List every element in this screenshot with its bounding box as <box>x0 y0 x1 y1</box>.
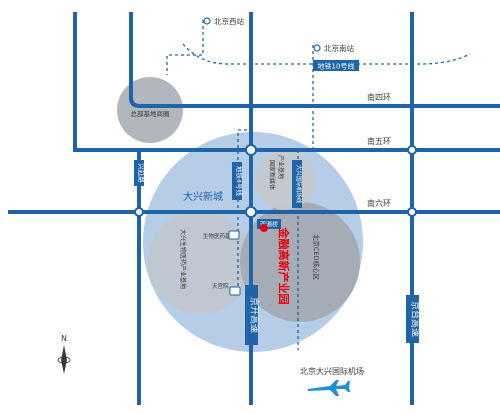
tiangong-station-marker[interactable] <box>229 286 241 296</box>
xingyan-label: 兴延路 <box>137 163 146 183</box>
airport-line-badge <box>292 160 302 208</box>
south-fourth-ring <box>129 12 500 108</box>
biomed-station-label: 生物医药基地 <box>203 232 237 240</box>
biomed-zone <box>148 210 252 314</box>
jingkai-badge <box>245 285 258 345</box>
biomed-label: 大兴生物医药产业基地 <box>179 229 187 289</box>
ring-label-fourth: 南四环 <box>367 92 391 102</box>
jingtai-badge <box>406 295 419 343</box>
park-label: 金融高新产业园 <box>277 227 291 305</box>
north-label: N <box>61 334 67 343</box>
jingtai-label: 京台高速 <box>410 301 422 337</box>
ring-label-sixth: 南六环 <box>367 198 391 208</box>
hq-base-zone <box>117 77 183 143</box>
metro-line4 <box>237 129 247 295</box>
station-beijing-south[interactable]: 北京南站 <box>313 43 354 53</box>
jingkai-label: 京开高速 <box>249 297 261 333</box>
station-label: 北京南站 <box>324 43 354 53</box>
new-media-label: 国家新媒体 <box>268 160 276 190</box>
line10-badge <box>313 60 359 71</box>
south-fifth-ring <box>73 12 500 152</box>
line4-badge <box>232 162 242 200</box>
junctions <box>134 144 417 218</box>
airport-label: 北京大兴国际机场 <box>300 366 364 376</box>
station-icon <box>313 44 321 52</box>
ring-label-fifth: 南五环 <box>367 136 391 146</box>
station-beijing-west[interactable]: 北京西站 <box>203 16 244 26</box>
airport-line-label: 大兴国际机场线 <box>295 165 303 204</box>
north-arrow: N <box>57 334 71 374</box>
station-icon <box>203 17 211 25</box>
airplane-icon <box>308 380 350 396</box>
hq-base-label: 总部基地商圈 <box>131 109 170 118</box>
industry-base-zone <box>255 150 315 210</box>
station-label: 北京西站 <box>214 16 244 26</box>
metro-icon <box>228 230 240 240</box>
metro-icon <box>229 286 241 296</box>
ced-label: 北京CED核心区 <box>312 234 321 281</box>
line4-label: 地铁4号线 <box>235 166 244 197</box>
tiangong-label: 天宫院 <box>212 282 229 290</box>
bridge-label: 双源桥 <box>260 221 278 229</box>
ced-zone <box>240 202 360 322</box>
industry-base-label: 产业基地 <box>277 155 285 179</box>
new-city-label: 大兴新城 <box>183 190 223 203</box>
bridge-badge <box>257 219 281 229</box>
xingyan-badge <box>134 160 144 186</box>
line10-label: 地铁10号线 <box>318 62 355 71</box>
park-location-pin-icon[interactable] <box>260 224 268 232</box>
compass-needle-icon <box>61 345 67 374</box>
metro-line-west <box>166 20 204 75</box>
biomed-station-marker[interactable] <box>228 230 240 240</box>
